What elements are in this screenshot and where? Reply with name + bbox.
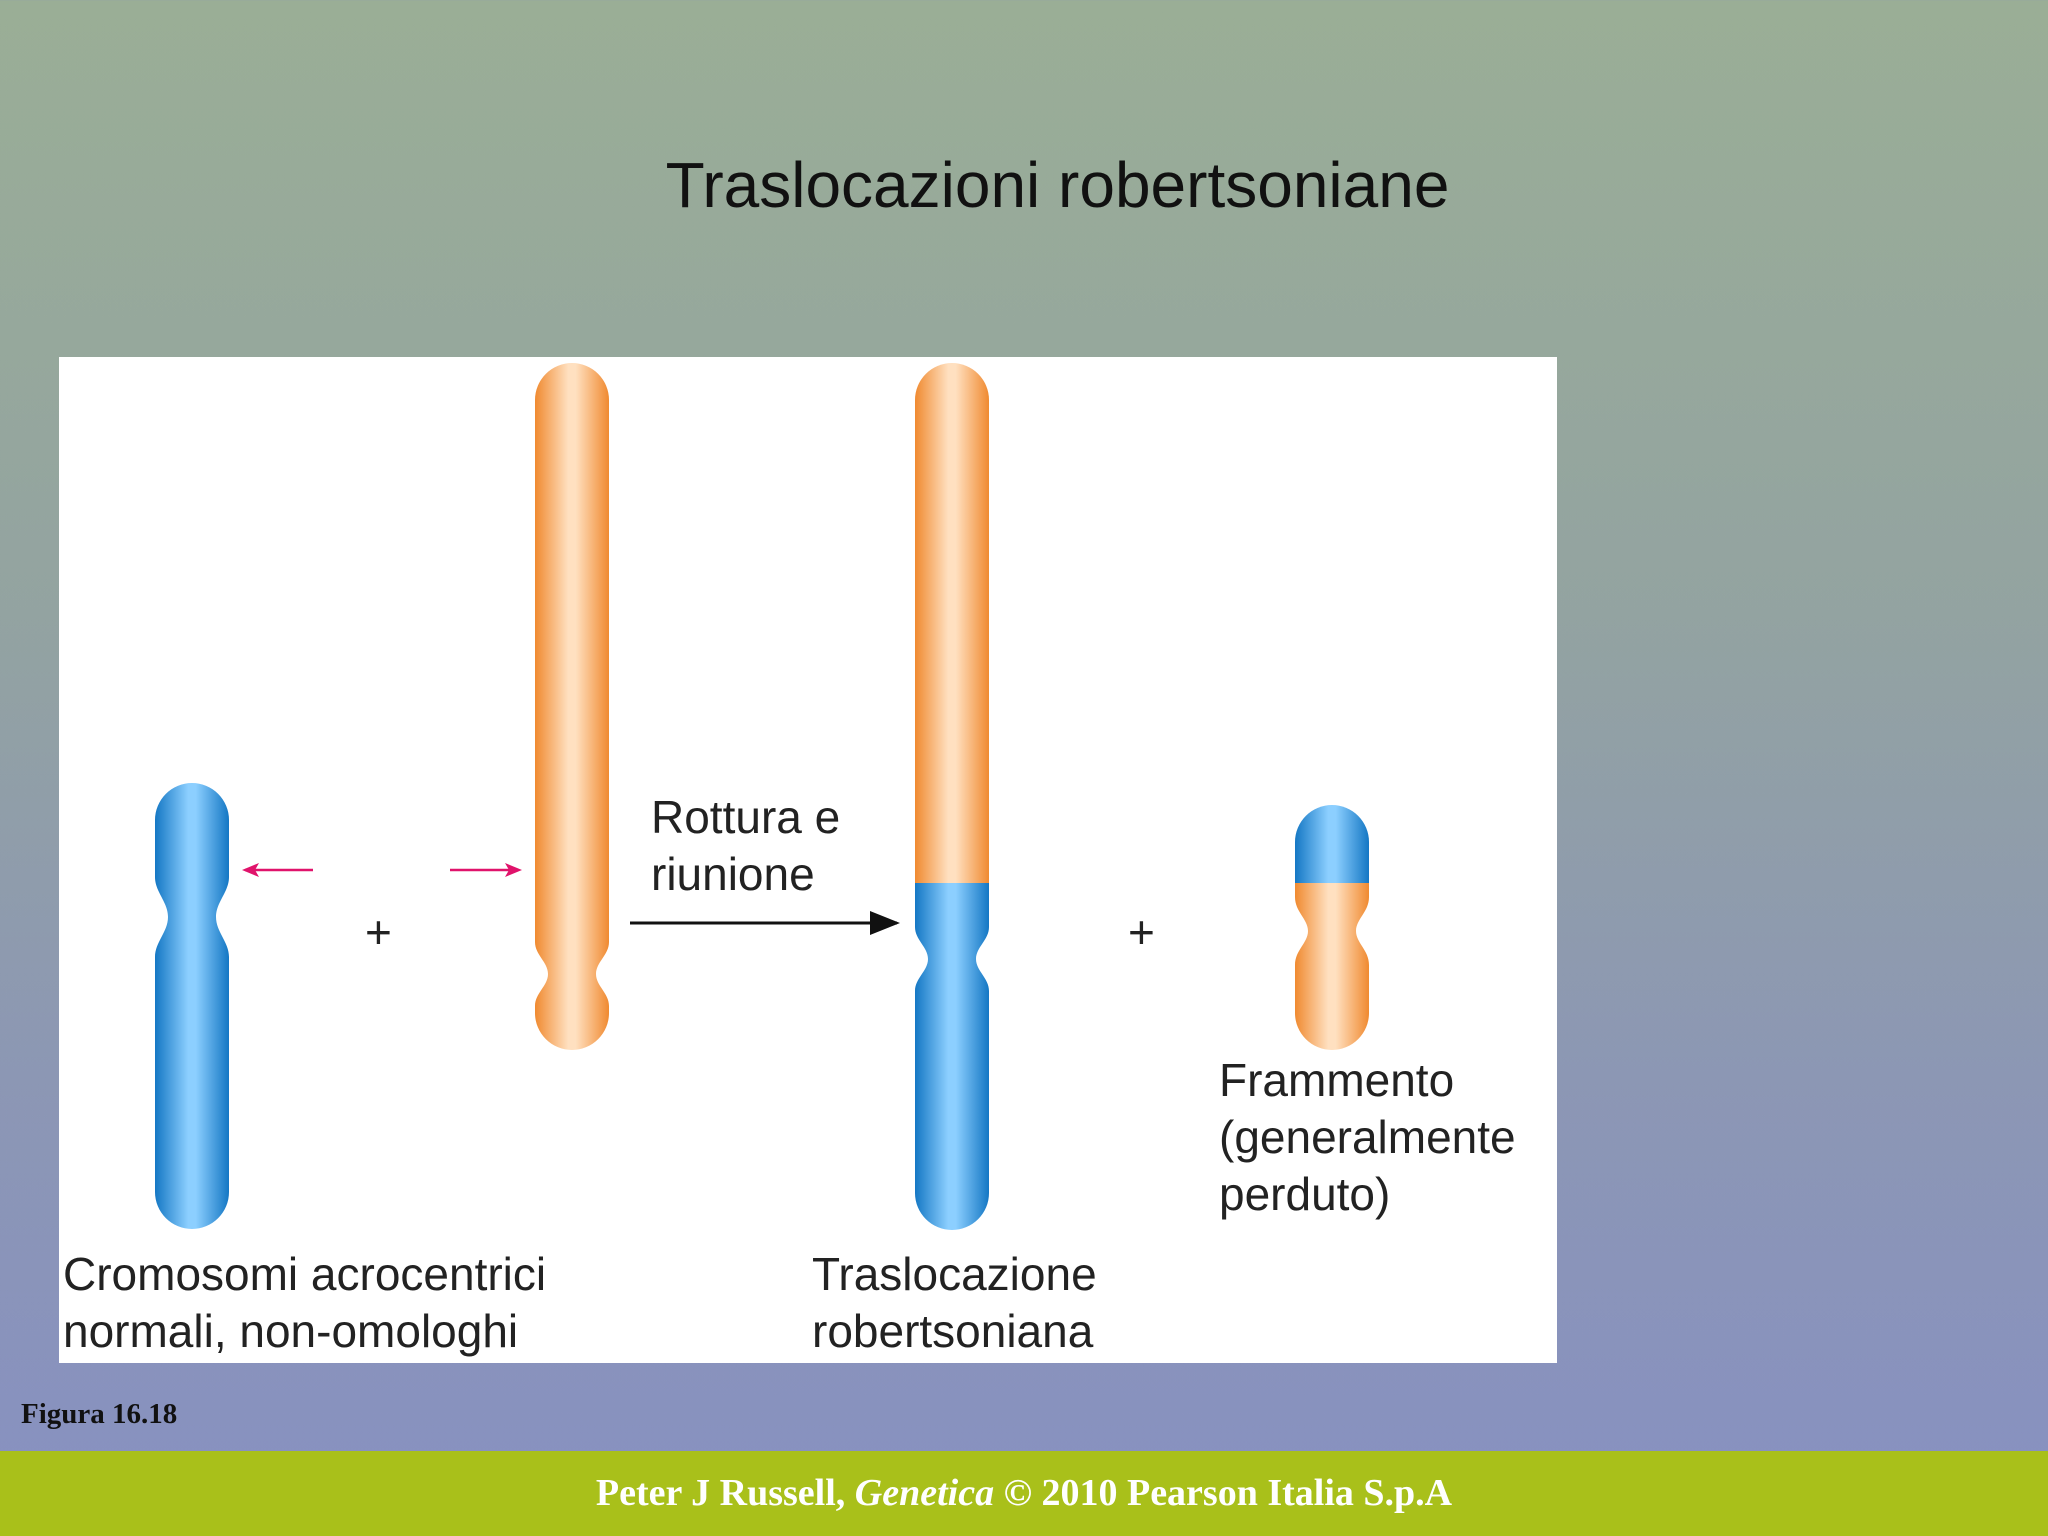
blue-acrocentric-chromosome	[155, 783, 229, 1229]
footer-author: Peter J Russell,	[595, 1472, 855, 1514]
figure-reference: Figura 16.18	[21, 1398, 178, 1430]
normal-chromosomes-label: Cromosomi acrocentrici normali, non-omol…	[63, 1246, 546, 1360]
fragment-label-line-2: (generalmente	[1219, 1111, 1516, 1163]
footer-bar: Peter J Russell, Genetica © 2010 Pearson…	[0, 1451, 2048, 1536]
normal-label-line-2: normali, non-omologhi	[63, 1305, 519, 1357]
translocation-label: Traslocazione robertsoniana	[812, 1246, 1097, 1360]
break-arrow-right	[450, 863, 522, 877]
arrow-label-line-1: Rottura e	[651, 791, 841, 843]
slide-title: Traslocazioni robertsoniane	[665, 149, 1450, 221]
footer-copyright: © 2010 Pearson Italia S.p.A	[994, 1472, 1453, 1514]
translocation-label-line-1: Traslocazione	[812, 1248, 1097, 1300]
plus-sign-right: +	[1128, 906, 1155, 958]
fragment-label-line-3: perduto)	[1219, 1168, 1391, 1220]
translocation-label-line-2: robertsoniana	[812, 1305, 1094, 1357]
fragment-label: Frammento (generalmente perduto)	[1219, 1052, 1516, 1223]
translocation-diagram	[155, 363, 1369, 1230]
break-arrow-left	[242, 863, 313, 877]
translocation-figure: + + Rottura e riunione Cromosomi acrocen…	[59, 357, 1557, 1363]
footer-book-title: Genetica	[854, 1472, 995, 1514]
orange-acrocentric-chromosome	[535, 363, 609, 1050]
arrow-label: Rottura e riunione	[651, 789, 840, 903]
footer-credit: Peter J Russell, Genetica © 2010 Pearson…	[0, 1451, 2048, 1536]
fragment-chromosome	[1295, 805, 1369, 1050]
robertsonian-translocation-chromosome	[915, 363, 989, 1230]
plus-sign-left: +	[365, 906, 392, 958]
arrow-label-line-2: riunione	[651, 848, 815, 900]
fragment-label-line-1: Frammento	[1219, 1054, 1455, 1106]
normal-label-line-1: Cromosomi acrocentrici	[63, 1248, 547, 1300]
